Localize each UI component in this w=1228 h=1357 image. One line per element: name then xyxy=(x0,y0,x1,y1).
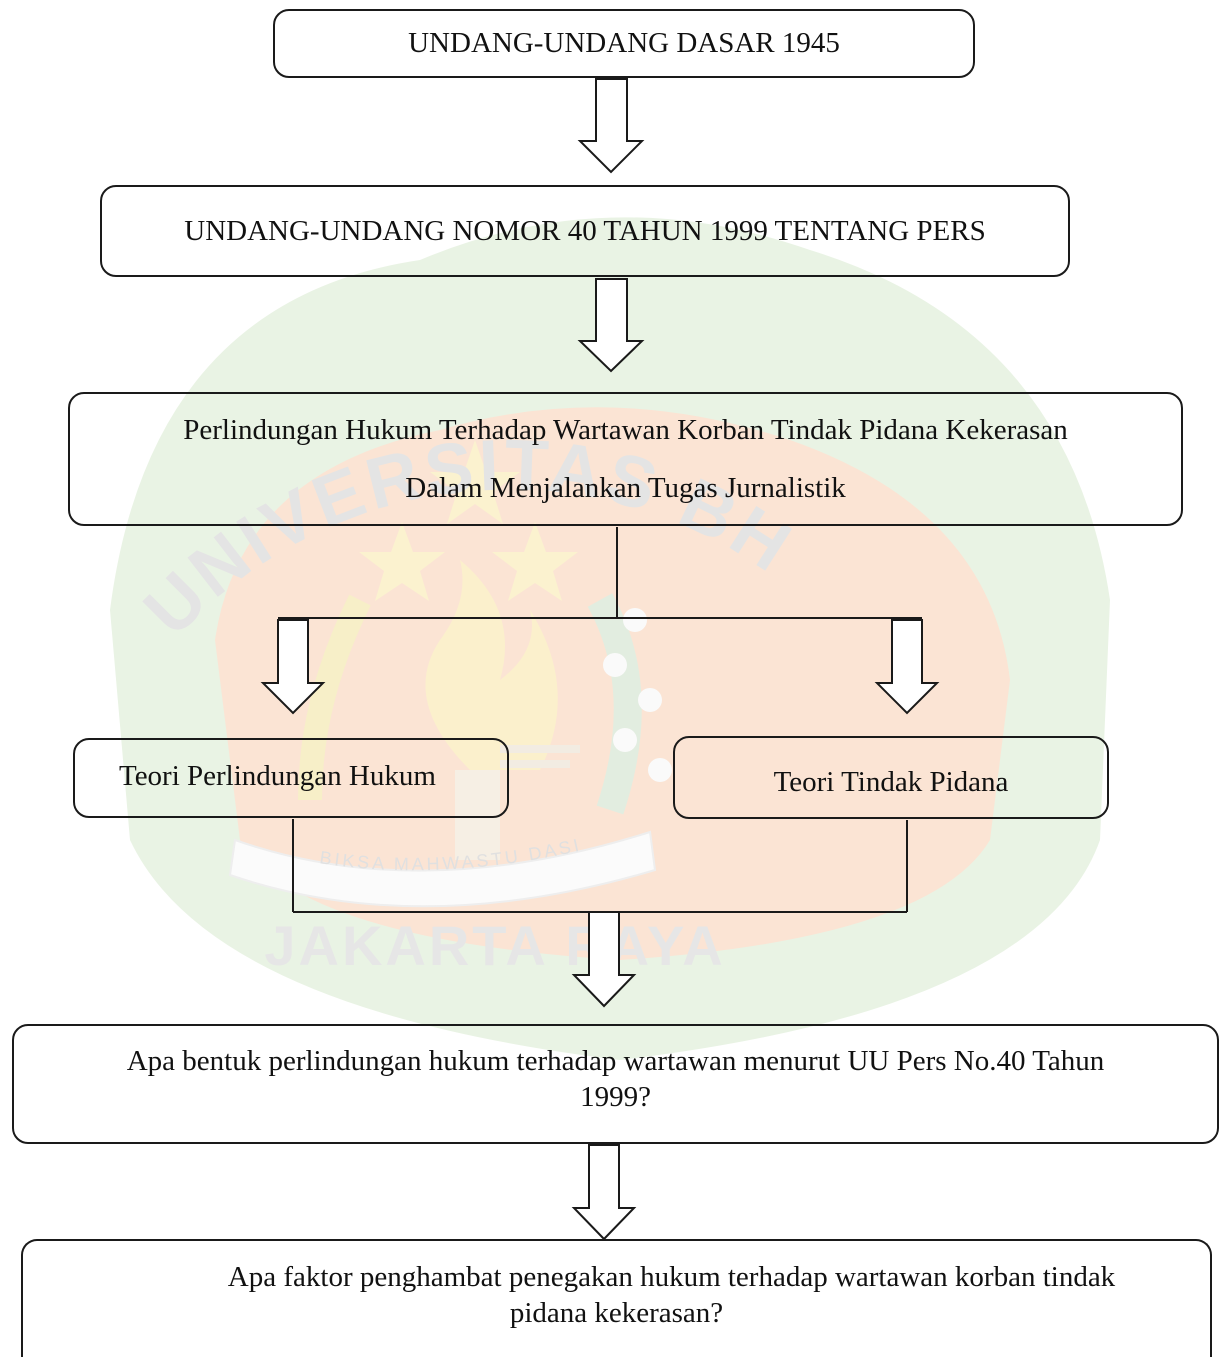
box-label-line1: Perlindungan Hukum Terhadap Wartawan Kor… xyxy=(183,414,1068,446)
box-label: Teori Tindak Pidana xyxy=(773,766,1009,798)
box-teori-tindak-pidana: Teori Tindak Pidana xyxy=(673,736,1109,819)
box-research-question-2: Apa faktor penghambat penegakan hukum te… xyxy=(21,1239,1212,1357)
watermark-city: JAKARTA RAYA xyxy=(264,914,725,977)
box-label: UNDANG-UNDANG DASAR 1945 xyxy=(408,27,840,60)
box-label-line2: Dalam Menjalankan Tugas Jurnalistik xyxy=(405,472,846,504)
star-icon xyxy=(359,522,445,601)
wheat-icon xyxy=(298,594,371,801)
box-uu-pers: UNDANG-UNDANG NOMOR 40 TAHUN 1999 TENTAN… xyxy=(100,185,1070,277)
box-label-line2: pidana kekerasan? xyxy=(509,1297,724,1329)
box-label: Teori Perlindungan Hukum xyxy=(119,760,436,792)
torch-flame xyxy=(425,560,558,770)
down-arrow-icon xyxy=(577,78,645,174)
box-teori-perlindungan-hukum: Teori Perlindungan Hukum xyxy=(73,738,509,818)
box-label: UNDANG-UNDANG NOMOR 40 TAHUN 1999 TENTAN… xyxy=(184,214,986,247)
box-uud-1945: UNDANG-UNDANG DASAR 1945 xyxy=(273,9,975,78)
down-arrow-icon xyxy=(571,1144,637,1241)
star-icon xyxy=(492,522,578,601)
star-icon xyxy=(430,440,520,524)
down-arrow-icon xyxy=(571,911,637,1008)
box-research-topic: Perlindungan Hukum Terhadap Wartawan Kor… xyxy=(68,392,1183,526)
down-arrow-icon xyxy=(260,619,326,715)
down-arrow-icon xyxy=(577,278,645,373)
torch-stand xyxy=(455,770,500,860)
box-label-line1: Apa bentuk perlindungan hukum terhadap w… xyxy=(126,1044,1105,1077)
emblem-ribbon xyxy=(228,830,657,908)
box-label-line2: 1999? xyxy=(580,1081,651,1113)
box-label-line1: Apa faktor penghambat penegakan hukum te… xyxy=(227,1260,1116,1293)
cotton-icon xyxy=(587,593,642,815)
box-research-question-1: Apa bentuk perlindungan hukum terhadap w… xyxy=(12,1024,1219,1144)
down-arrow-icon xyxy=(874,619,940,715)
